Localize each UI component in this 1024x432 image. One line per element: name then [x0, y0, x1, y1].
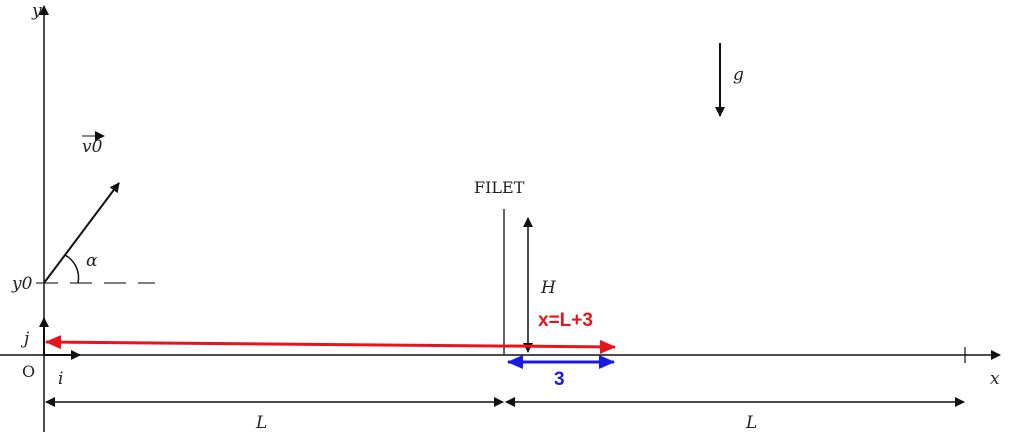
landing-label: x=L+3 — [538, 310, 593, 331]
x-axis-label: x — [990, 369, 1000, 389]
unit-i-label: i — [58, 369, 63, 389]
unit-j-label: j — [20, 329, 30, 349]
alpha-label: α — [86, 251, 98, 271]
offset-label: 3 — [554, 369, 565, 390]
v0-label: v0 — [82, 137, 103, 157]
net-label: FILET — [474, 178, 525, 197]
length-left-label: L — [255, 413, 267, 432]
angle-arc — [64, 254, 80, 284]
origin-label: O — [22, 362, 35, 381]
gravity-label: g — [733, 65, 744, 85]
height-label: H — [540, 278, 557, 298]
landing-distance-arrow — [45, 335, 616, 354]
y-axis-label: y — [31, 1, 42, 21]
initial-velocity-vector — [43, 182, 120, 284]
y0-label: y0 — [11, 274, 33, 294]
length-right-label: L — [745, 413, 757, 432]
